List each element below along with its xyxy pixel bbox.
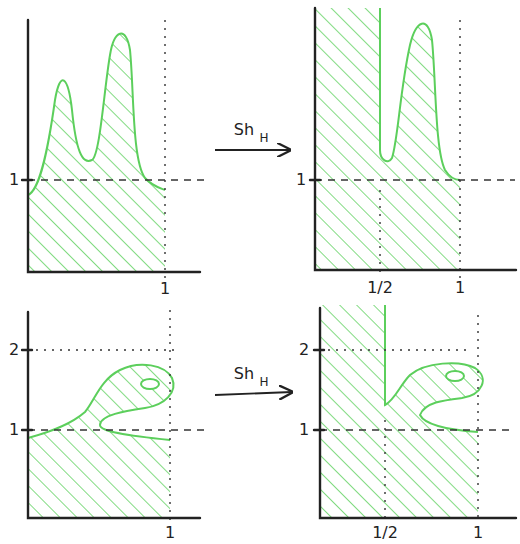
guide-line — [164, 20, 165, 280]
tick — [314, 429, 324, 431]
axis — [315, 8, 516, 270]
axis-tick-label: 1 — [453, 280, 467, 296]
tick — [22, 429, 32, 431]
tick — [310, 179, 320, 181]
guide-line — [477, 315, 478, 522]
tick — [22, 349, 32, 351]
region-hole — [446, 371, 464, 381]
guide-line — [28, 349, 175, 350]
axis-tick-label: 2 — [7, 342, 21, 358]
axis-tick-label: 1/2 — [365, 280, 395, 296]
hatched-region — [320, 305, 483, 518]
hatched-region — [28, 34, 165, 272]
axes — [22, 8, 516, 518]
hatched-region — [315, 8, 460, 270]
region-outline — [385, 305, 483, 432]
tick — [22, 179, 32, 181]
region-outline — [28, 34, 165, 195]
map-arrow — [215, 392, 292, 395]
guide-line — [320, 429, 515, 430]
guide-line — [28, 179, 205, 180]
guide-line — [169, 310, 170, 522]
hatched-region — [28, 365, 173, 518]
map-arrows — [215, 150, 292, 395]
guide-line — [320, 349, 470, 350]
axis-tick-label: 2 — [297, 342, 311, 358]
axis-tick-label: 1 — [158, 281, 172, 297]
guide-line — [459, 20, 460, 278]
axis-tick-label: 1 — [294, 172, 308, 188]
guide-line — [28, 429, 205, 430]
map-name: Sh — [232, 366, 256, 382]
guide-line — [384, 420, 385, 522]
axis-tick-label: 1 — [297, 422, 311, 438]
axis-tick-label: 1 — [7, 172, 21, 188]
axis-tick-label: 1 — [471, 525, 485, 541]
map-subscript: H — [257, 376, 270, 388]
region-hole — [141, 379, 159, 389]
map-name: Sh — [232, 122, 256, 138]
axis-tick-label: 1/2 — [370, 525, 400, 541]
axis — [320, 308, 516, 518]
map-arrow — [215, 149, 290, 151]
axis — [28, 312, 200, 518]
guide-line — [379, 190, 380, 278]
axis — [28, 20, 200, 272]
region-outline — [28, 365, 173, 440]
axis-tick-label: 1 — [163, 525, 177, 541]
region-outline — [380, 8, 460, 180]
guide-line — [315, 179, 515, 180]
axis-tick-label: 1 — [7, 422, 21, 438]
map-subscript: H — [257, 132, 270, 144]
tick — [314, 349, 324, 351]
